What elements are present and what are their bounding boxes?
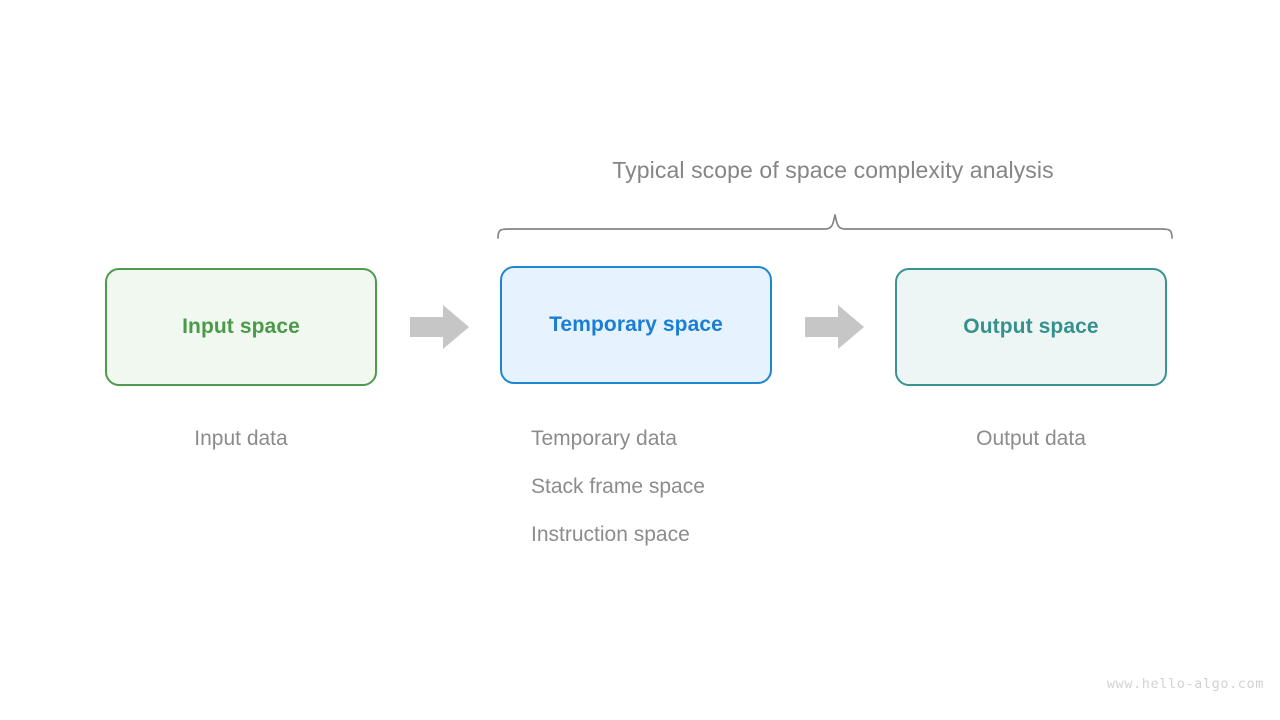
caption-output-data: Output data [976,427,1086,450]
caption-temporary-data: Temporary data [531,427,677,450]
box-input-space[interactable]: Input space [105,268,377,386]
watermark: www.hello-algo.com [1106,676,1264,692]
box-temporary-space-label: Temporary space [549,313,723,336]
caption-input-data: Input data [194,427,288,450]
caption-stack-frame-space: Stack frame space [531,475,705,498]
scope-title: Typical scope of space complexity analys… [612,157,1054,183]
box-input-space-label: Input space [182,315,300,338]
caption-instruction-space: Instruction space [531,523,690,546]
curly-brace-icon [497,214,1173,239]
box-output-space[interactable]: Output space [895,268,1167,386]
box-output-space-label: Output space [963,315,1099,338]
box-temporary-space[interactable]: Temporary space [500,266,772,384]
right-arrow-icon [805,305,864,349]
right-arrow-icon [410,305,469,349]
